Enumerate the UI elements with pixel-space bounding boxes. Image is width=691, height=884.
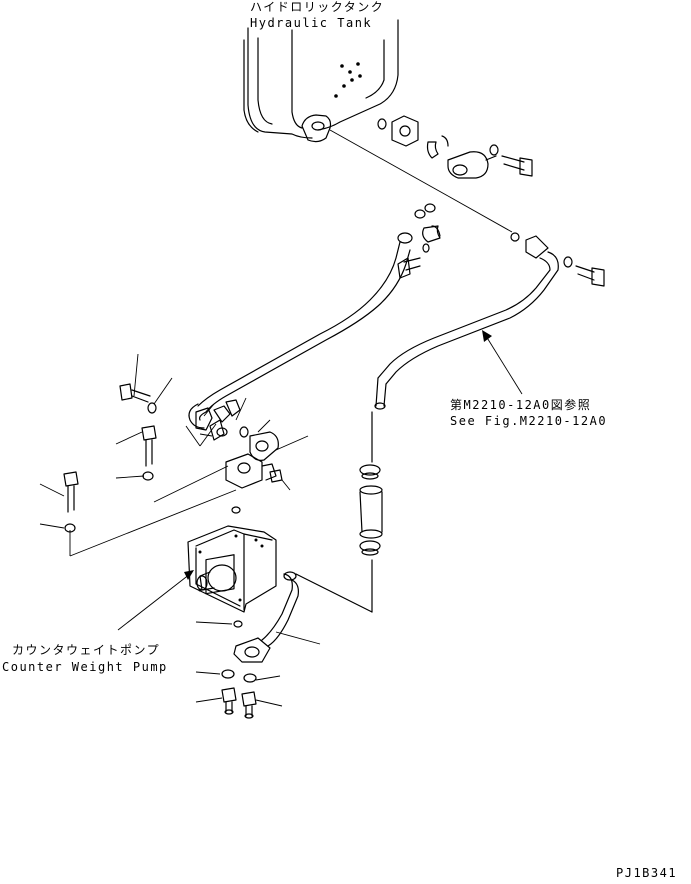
lower-bolts [221, 669, 257, 719]
leader-lines [39, 353, 309, 557]
upper-fittings [377, 115, 533, 219]
mid-fittings [63, 383, 283, 533]
counter-weight-pump [187, 525, 277, 613]
pump-leader [117, 573, 191, 631]
reference-label-jp: 第M2210-12A0図参照 [450, 398, 592, 412]
hydraulic-tank [243, 19, 399, 143]
reference-label-en: See Fig.M2210-12A0 [450, 414, 608, 428]
right-pipe [374, 232, 605, 410]
hose-assembly [295, 411, 383, 613]
left-suction-pipe [188, 225, 441, 431]
pump-outlet-elbow [233, 571, 299, 663]
hydraulic-tank-label-en: Hydraulic Tank [250, 16, 373, 30]
ref-leader [485, 335, 523, 395]
pump-label-en: Counter Weight Pump [2, 660, 168, 674]
hydraulic-tank-label-jp: ハイドロリックタンク [250, 0, 385, 14]
diagram-code: PJ1B341 [616, 866, 678, 880]
pump-label-jp: カウンタウェイトポンプ [12, 643, 161, 657]
